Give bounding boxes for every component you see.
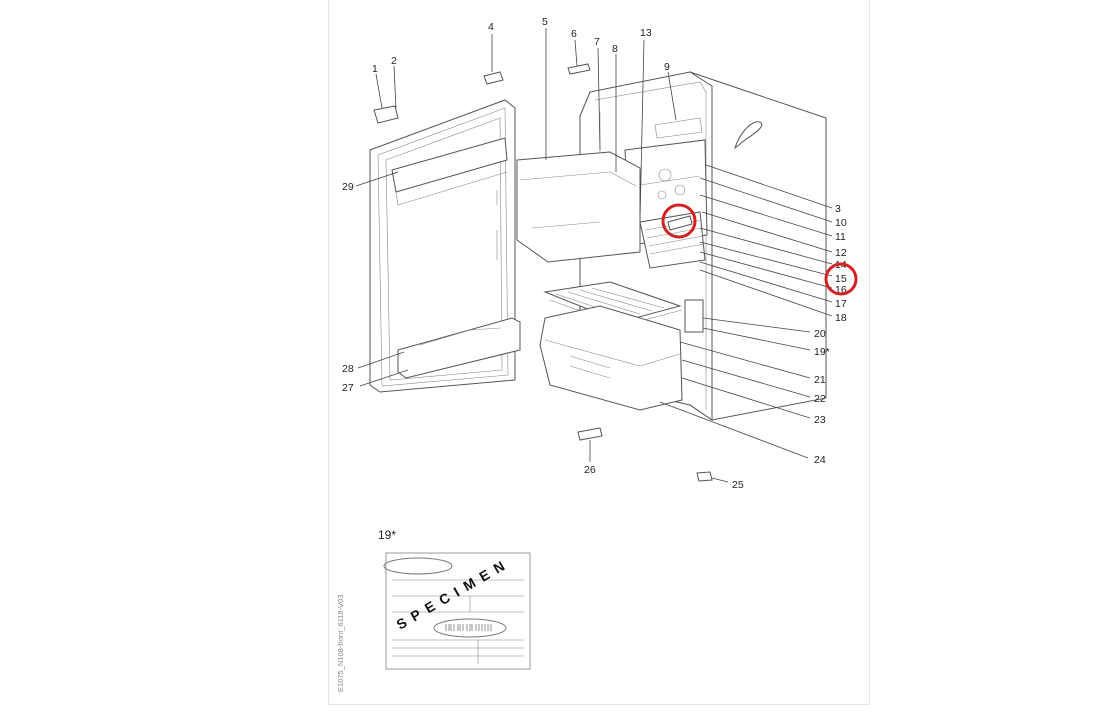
part-number-19: 19* <box>814 346 830 358</box>
part-number-3: 3 <box>835 203 841 215</box>
part-number-10: 10 <box>835 217 847 229</box>
part-number-24: 24 <box>814 454 826 466</box>
part-number-29: 29 <box>342 181 354 193</box>
highlight-circle-number-15 <box>824 262 858 296</box>
part-number-8: 8 <box>612 43 618 55</box>
diagram-frame <box>328 0 870 705</box>
part-number-22: 22 <box>814 393 826 405</box>
part-number-5: 5 <box>542 16 548 28</box>
part-number-11: 11 <box>835 231 846 243</box>
part-number-25: 25 <box>732 479 744 491</box>
part-number-4: 4 <box>488 21 494 33</box>
part-number-21: 21 <box>814 374 826 386</box>
specimen-section-label: 19* <box>378 528 397 542</box>
cabinet-assembly <box>516 63 827 482</box>
specimen-rating-plate: SPECIMEN <box>383 552 531 670</box>
part-number-6: 6 <box>571 28 577 40</box>
part-number-28: 28 <box>342 363 354 375</box>
part-number-7: 7 <box>594 36 600 48</box>
part-number-labels: 1 2 3 4 5 6 7 8 9 10 11 12 13 14 15 16 1… <box>342 16 847 491</box>
drawing-code: E1075_N108-front_6118-V03 <box>336 594 345 692</box>
part-number-18: 18 <box>835 312 847 324</box>
highlight-circle-part <box>661 203 697 239</box>
part-number-23: 23 <box>814 414 826 426</box>
part-number-26: 26 <box>584 464 596 476</box>
barcode <box>445 624 492 631</box>
part-number-13: 13 <box>640 27 652 39</box>
part-number-16: 16 <box>835 284 847 296</box>
part-number-15: 15 <box>835 273 847 285</box>
part-number-12: 12 <box>835 247 847 259</box>
part-number-20: 20 <box>814 328 826 340</box>
crisper-drawer <box>539 305 683 411</box>
part-number-17: 17 <box>835 298 847 310</box>
part-number-27: 27 <box>342 382 354 394</box>
part-number-9: 9 <box>664 61 670 73</box>
highlighted-part <box>667 215 693 231</box>
door-assembly <box>369 71 521 393</box>
leader-lines <box>355 28 833 483</box>
part-number-1: 1 <box>372 63 378 75</box>
part-number-2: 2 <box>391 55 397 67</box>
freezer-compartment <box>516 151 641 263</box>
